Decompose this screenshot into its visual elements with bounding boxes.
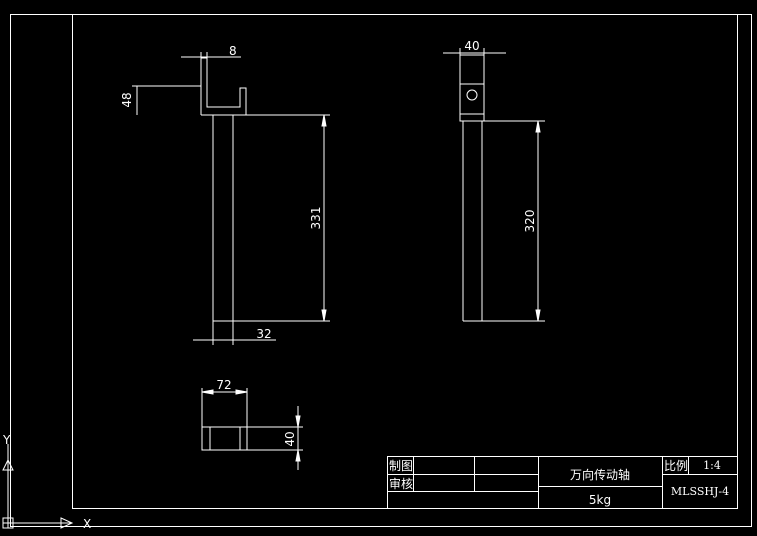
scale-label: 比例 (664, 459, 688, 473)
inner-frame (72, 14, 738, 509)
reviewed-by-label: 审核 (389, 476, 413, 491)
dimension-plate-height (295, 406, 301, 470)
part-name: 万向传动轴 (570, 467, 630, 482)
ucs-x-label: X (83, 517, 91, 531)
dim-text-shaft2-length: 320 (523, 210, 537, 233)
drawn-by-label: 制图 (389, 459, 413, 473)
scale-value: 1:4 (703, 459, 721, 472)
dimension-shaft-length (321, 114, 327, 322)
title-block (387, 456, 738, 509)
part-plate (201, 426, 303, 451)
dim-text-head-width: 40 (464, 39, 479, 53)
dimension-shaft2-length (535, 120, 541, 322)
dim-text-shaft-length: 331 (309, 207, 323, 230)
part-eye-shaft (459, 54, 545, 322)
dimension-flange-height (132, 85, 201, 115)
dim-text-plate-width: 72 (216, 378, 231, 392)
drawing-number: MLSSHJ-4 (671, 485, 729, 498)
dim-text-shaft-width: 32 (256, 327, 271, 341)
dimension-flange-width (181, 52, 241, 62)
dim-text-plate-height: 40 (283, 431, 297, 446)
ucs-y-label: Y (2, 433, 11, 447)
part-shaft-with-flange (200, 57, 330, 322)
dimension-head-width (443, 48, 506, 58)
part-weight: 5kg (589, 493, 611, 507)
dimension-plate-width (201, 388, 248, 427)
dim-text-flange-height: 48 (120, 92, 134, 107)
dimension-shaft-width (193, 321, 276, 345)
ucs-icon (2, 444, 74, 529)
outer-frame (10, 14, 752, 527)
dim-text-flange-width: 8 (229, 44, 237, 58)
